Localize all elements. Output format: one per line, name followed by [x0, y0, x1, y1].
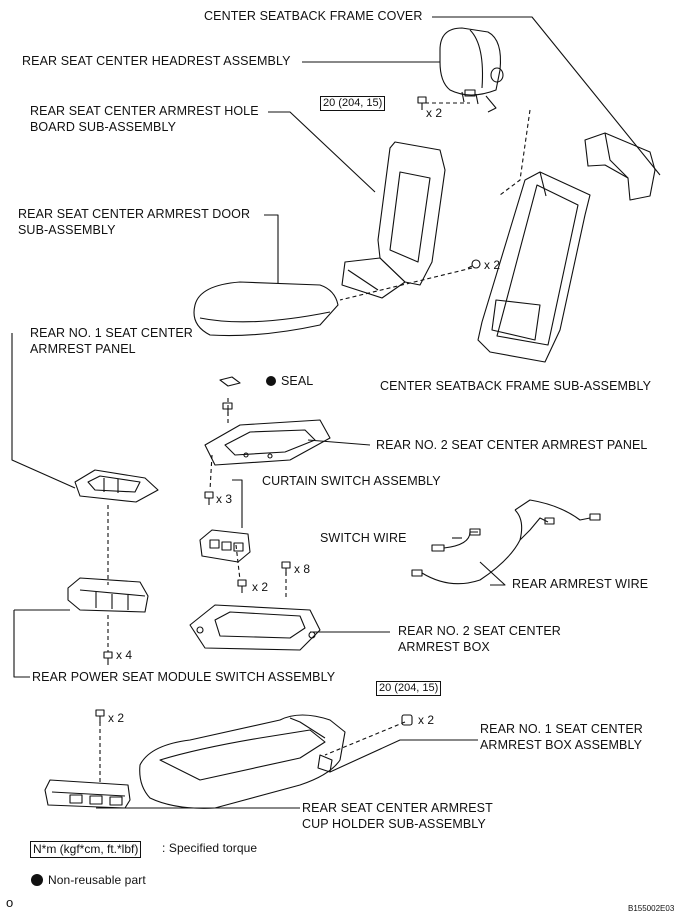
- qty-module-screw: x 4: [116, 648, 133, 662]
- panel-screws-x3-drawing: [204, 491, 214, 505]
- frame-cover-drawing: [584, 132, 656, 201]
- qty-door-screw: x 2: [484, 258, 501, 272]
- door-screw-drawing: [467, 259, 481, 269]
- panel-screw-drawing: [222, 402, 233, 416]
- armrest-door-drawing: [193, 281, 339, 337]
- label-armrest-door-line2: SUB-ASSEMBLY: [18, 223, 116, 237]
- label-curtain-switch-assembly: CURTAIN SWITCH ASSEMBLY: [262, 474, 441, 488]
- no2-armrest-panel-drawing: [204, 419, 331, 466]
- label-no1-armrest-panel-line1: REAR NO. 1 SEAT CENTER: [30, 326, 193, 340]
- label-switch-wire: SWITCH WIRE: [320, 531, 407, 545]
- figure-code: B155002E03: [628, 904, 675, 913]
- footer-left-mark: o: [6, 895, 14, 910]
- label-center-seatback-frame-sub-assembly: CENTER SEATBACK FRAME SUB-ASSEMBLY: [380, 379, 652, 393]
- label-hole-board-line1: REAR SEAT CENTER ARMREST HOLE: [30, 104, 259, 118]
- hole-board-drawing: [341, 141, 446, 299]
- label-power-seat-module-switch-assembly: REAR POWER SEAT MODULE SWITCH ASSEMBLY: [32, 670, 336, 684]
- qty-headrest-bolt: x 2: [426, 106, 443, 120]
- seatback-frame-drawing: [477, 171, 591, 363]
- cup-holder-drawing: [44, 779, 131, 809]
- qty-panel-screw: x 3: [216, 492, 233, 506]
- label-rear-armrest-wire: REAR ARMREST WIRE: [512, 577, 649, 591]
- label-seal: SEAL: [281, 374, 314, 388]
- label-armrest-door-line1: REAR SEAT CENTER ARMREST DOOR: [18, 207, 251, 221]
- label-cup-holder-line1: REAR SEAT CENTER ARMREST: [302, 801, 493, 815]
- torque-box-box-nut: 20 (204, 15): [376, 681, 442, 696]
- qty-box-nut: x 2: [418, 713, 435, 727]
- module-switch-drawing: [67, 577, 149, 613]
- label-no1-armrest-panel-line2: ARMREST PANEL: [30, 342, 136, 356]
- legend-dot-icon: [31, 874, 43, 886]
- headrest-bolt-drawing: [417, 96, 427, 110]
- qty-box-screw: x 8: [294, 562, 311, 576]
- label-rear-seat-center-headrest-assembly: REAR SEAT CENTER HEADREST ASSEMBLY: [22, 54, 291, 68]
- curtain-switch-drawing: [199, 529, 251, 563]
- seal-drawing: [219, 376, 241, 387]
- label-center-seatback-frame-cover: CENTER SEATBACK FRAME COVER: [204, 9, 423, 23]
- label-no2-armrest-box-line2: ARMREST BOX: [398, 640, 490, 654]
- no1-armrest-box-drawing: [139, 714, 346, 809]
- rear-armrest-wire-drawing: [411, 499, 601, 585]
- label-no2-armrest-panel: REAR NO. 2 SEAT CENTER ARMREST PANEL: [376, 438, 648, 452]
- qty-switch-screw: x 2: [252, 580, 269, 594]
- non-reusable-dot-icon: [266, 376, 276, 386]
- legend-torque-unit: N*m (kgf*cm, ft.*lbf): [30, 841, 142, 858]
- dashed-alignment-lines: [99, 102, 531, 785]
- no1-armrest-panel-drawing: [74, 469, 159, 503]
- label-hole-board-line2: BOARD SUB-ASSEMBLY: [30, 120, 177, 134]
- label-no1-armrest-box-line1: REAR NO. 1 SEAT CENTER: [480, 722, 643, 736]
- box-nut-drawing: [401, 714, 413, 726]
- headrest-drawing: [439, 27, 504, 113]
- switch-screws-drawing: [237, 561, 291, 593]
- label-no1-armrest-box-line2: ARMREST BOX ASSEMBLY: [480, 738, 643, 752]
- switch-wire-drawing: [431, 528, 481, 552]
- no2-armrest-box-drawing: [189, 604, 321, 651]
- label-cup-holder-line2: CUP HOLDER SUB-ASSEMBLY: [302, 817, 486, 831]
- module-screws-drawing: [103, 651, 113, 665]
- cup-holder-screw-drawing: [95, 709, 105, 723]
- torque-box-headrest: 20 (204, 15): [320, 96, 386, 111]
- label-no2-armrest-box-line1: REAR NO. 2 SEAT CENTER: [398, 624, 561, 638]
- legend-torque-desc: : Specified torque: [162, 841, 258, 855]
- qty-cup-holder-screw: x 2: [108, 711, 125, 725]
- legend-non-reusable: Non-reusable part: [48, 873, 146, 887]
